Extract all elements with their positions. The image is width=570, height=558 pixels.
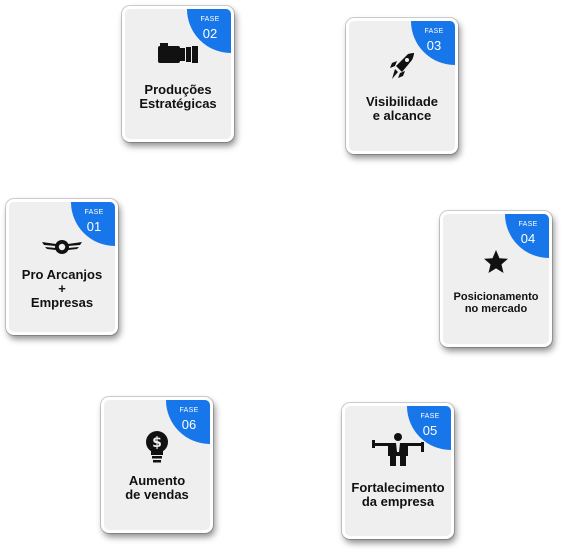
phase-badge: FASE 02 <box>187 9 231 53</box>
phase-number: 01 <box>86 219 102 234</box>
phase-card-02[interactable]: FASE 02 Produções Estratégicas <box>122 6 234 142</box>
phase-label: FASE <box>420 413 440 420</box>
phase-card-06[interactable]: FASE 06 $ Aumento de vendas <box>101 397 213 533</box>
money-lightbulb-icon: $ <box>104 430 210 469</box>
phase-number: 05 <box>422 423 438 438</box>
phase-number: 02 <box>202 26 218 41</box>
phase-label: FASE <box>179 407 199 414</box>
phase-title: Pro Arcanjos + Empresas <box>21 267 103 310</box>
camera-icon <box>125 42 231 71</box>
phase-label: FASE <box>424 28 444 35</box>
phase-number: 06 <box>181 417 197 432</box>
svg-text:$: $ <box>152 435 162 451</box>
phase-label: FASE <box>200 16 220 23</box>
businessman-icon <box>345 432 451 473</box>
phase-title: Aumento de vendas <box>125 473 189 502</box>
phase-card-04[interactable]: FASE 04 Posicionamento no mercado <box>440 211 552 347</box>
phase-label: FASE <box>84 209 104 216</box>
rocket-icon <box>349 51 455 88</box>
phase-title: Fortalecimento da empresa <box>351 480 445 509</box>
phase-label: FASE <box>518 221 538 228</box>
phase-card-01[interactable]: FASE 01 Pro Arcanjos + Empresas <box>6 199 118 335</box>
winged-emblem-icon <box>9 238 115 261</box>
phase-card-05[interactable]: FASE 05 Fortalecimento da empresa <box>342 403 454 539</box>
star-icon <box>443 248 549 281</box>
phase-title: Visibilidade e alcance <box>365 94 438 123</box>
phase-number: 04 <box>520 231 536 246</box>
phase-title: Produções Estratégicas <box>139 82 217 111</box>
phase-card-03[interactable]: FASE 03 Visibilidade e alcance <box>346 18 458 154</box>
phase-title: Posicionamento no mercado <box>453 291 539 315</box>
phase-number: 03 <box>426 38 442 53</box>
phase-badge: FASE 05 <box>407 406 451 450</box>
